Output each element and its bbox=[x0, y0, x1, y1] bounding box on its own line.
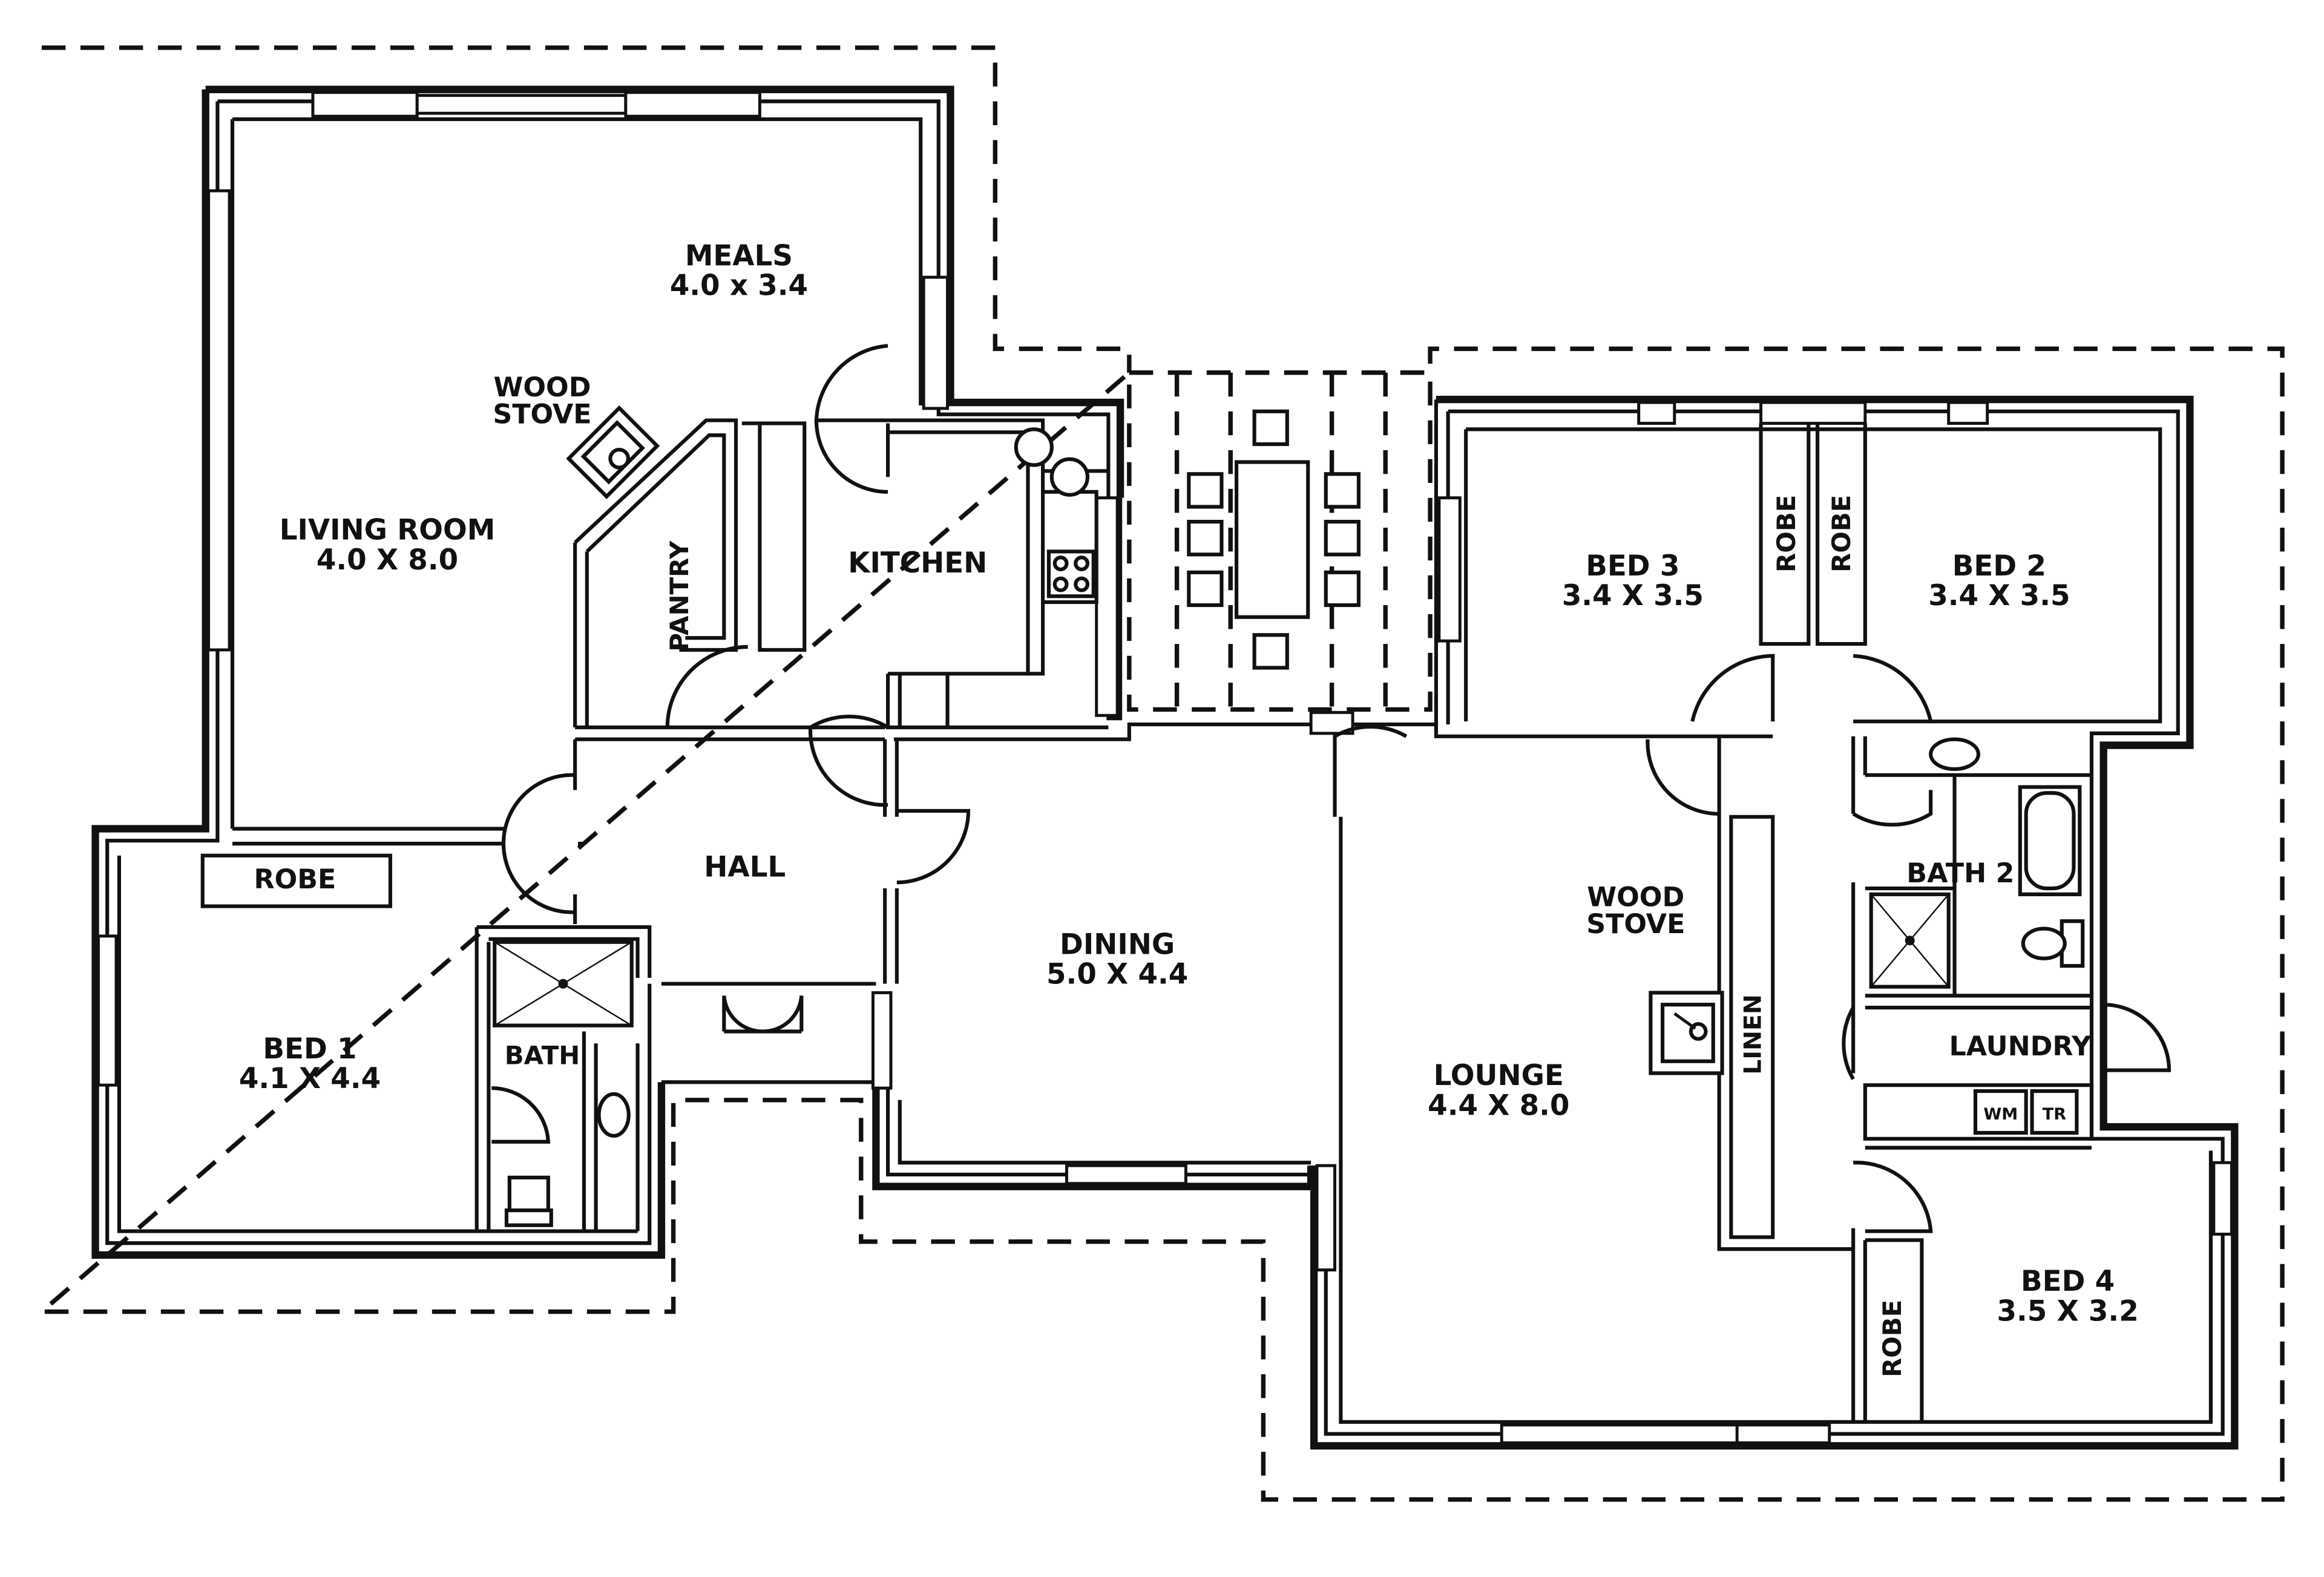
bed1-label: BED 1 bbox=[263, 1033, 356, 1066]
door-bath2[interactable] bbox=[1852, 790, 1933, 827]
door-dining-lounge[interactable] bbox=[1333, 724, 1408, 817]
wood-stove-1-label-line2: STOVE bbox=[493, 399, 591, 430]
shower-icon bbox=[1869, 892, 1951, 989]
boundary-west bbox=[35, 45, 2285, 1502]
room-labels: MEALS 4.0 x 3.4 WOOD STOVE LIVING ROOM 4… bbox=[239, 240, 2139, 1377]
bed4-label: BED 4 bbox=[2021, 1265, 2115, 1298]
pantry-label: PANTRY bbox=[665, 540, 694, 652]
lounge-label: LOUNGE bbox=[1434, 1060, 1564, 1092]
laundry-label: LAUNDRY bbox=[1949, 1031, 2092, 1062]
dining-label: DINING bbox=[1060, 928, 1175, 961]
basin-icon bbox=[1929, 737, 1981, 772]
washing-machine-box bbox=[1973, 1089, 2028, 1135]
outdoor-table-icon bbox=[1187, 409, 1361, 670]
bed2-label: BED 2 bbox=[1952, 550, 2046, 583]
door-hall-dining[interactable] bbox=[896, 808, 971, 885]
cooktop-icon bbox=[1046, 549, 1095, 598]
meals-label: MEALS bbox=[685, 240, 793, 272]
trough-box bbox=[2030, 1089, 2079, 1135]
bed3-label: BED 3 bbox=[1586, 550, 1679, 583]
bed1-size: 4.1 X 4.4 bbox=[239, 1063, 381, 1095]
robe-bed2-label: ROBE bbox=[1827, 495, 1856, 572]
bath-label: BATH bbox=[505, 1041, 580, 1070]
sink-icon bbox=[1049, 457, 1089, 497]
door-double-entry[interactable] bbox=[722, 995, 804, 1034]
lounge-size: 4.4 X 8.0 bbox=[1428, 1089, 1569, 1122]
door-bed2[interactable] bbox=[1853, 654, 1933, 722]
hall-label: HALL bbox=[704, 851, 786, 884]
door-hall-living[interactable] bbox=[501, 773, 576, 914]
wood-stove-2-label-line1: WOOD bbox=[1587, 882, 1684, 913]
door-hall-kitchen[interactable] bbox=[808, 715, 889, 807]
shower-icon bbox=[493, 940, 634, 1028]
linen-label: LINEN bbox=[1739, 994, 1767, 1075]
door-bed4[interactable] bbox=[1853, 1161, 1933, 1233]
wood-stove-2-icon bbox=[1649, 991, 1724, 1075]
alfresco-dashed-area bbox=[1127, 370, 1433, 712]
robe-bed4-label: ROBE bbox=[1877, 1300, 1907, 1377]
bed2-size: 3.4 X 3.5 bbox=[1928, 580, 2070, 612]
robe-bed1-label: ROBE bbox=[254, 864, 336, 895]
door-swings bbox=[491, 344, 2171, 1233]
bed3-size: 3.4 X 3.5 bbox=[1562, 580, 1704, 612]
wood-stove-1-icon bbox=[566, 405, 660, 499]
door-bath[interactable] bbox=[491, 1086, 551, 1144]
door-laundry[interactable] bbox=[1842, 1006, 1855, 1080]
bed4-size: 3.5 X 3.2 bbox=[1997, 1295, 2138, 1328]
meals-size: 4.0 x 3.4 bbox=[670, 270, 808, 303]
wood-stove-2-label-line2: STOVE bbox=[1586, 909, 1685, 940]
door-lounge-hall[interactable] bbox=[1646, 739, 1719, 816]
sink-icon bbox=[1014, 427, 1054, 467]
interior-walls bbox=[200, 418, 2094, 1422]
windows bbox=[97, 91, 2233, 1444]
bathtub-icon bbox=[2024, 791, 2076, 891]
bath2-label: BATH 2 bbox=[1906, 858, 2014, 889]
basin-icon bbox=[597, 1092, 631, 1138]
door-kitchen-meals bbox=[814, 344, 888, 422]
dining-size: 5.0 X 4.4 bbox=[1046, 959, 1188, 991]
wood-stove-1-label-line1: WOOD bbox=[494, 372, 591, 403]
door-laundry-ext[interactable] bbox=[2103, 1003, 2171, 1072]
toilet-icon bbox=[504, 1175, 553, 1227]
living-room-size: 4.0 X 8.0 bbox=[317, 544, 458, 577]
toilet-icon bbox=[2021, 919, 2085, 968]
wm-label: WM bbox=[1983, 1105, 2018, 1124]
living-room-label: LIVING ROOM bbox=[280, 514, 496, 547]
door-pantry bbox=[665, 644, 748, 728]
fixtures bbox=[493, 405, 2085, 1227]
door-bed3[interactable] bbox=[1690, 654, 1775, 722]
tr-label: TR bbox=[2043, 1105, 2066, 1124]
kitchen-label: KITCHEN bbox=[848, 547, 987, 580]
robe-bed3-label: ROBE bbox=[1771, 495, 1801, 572]
